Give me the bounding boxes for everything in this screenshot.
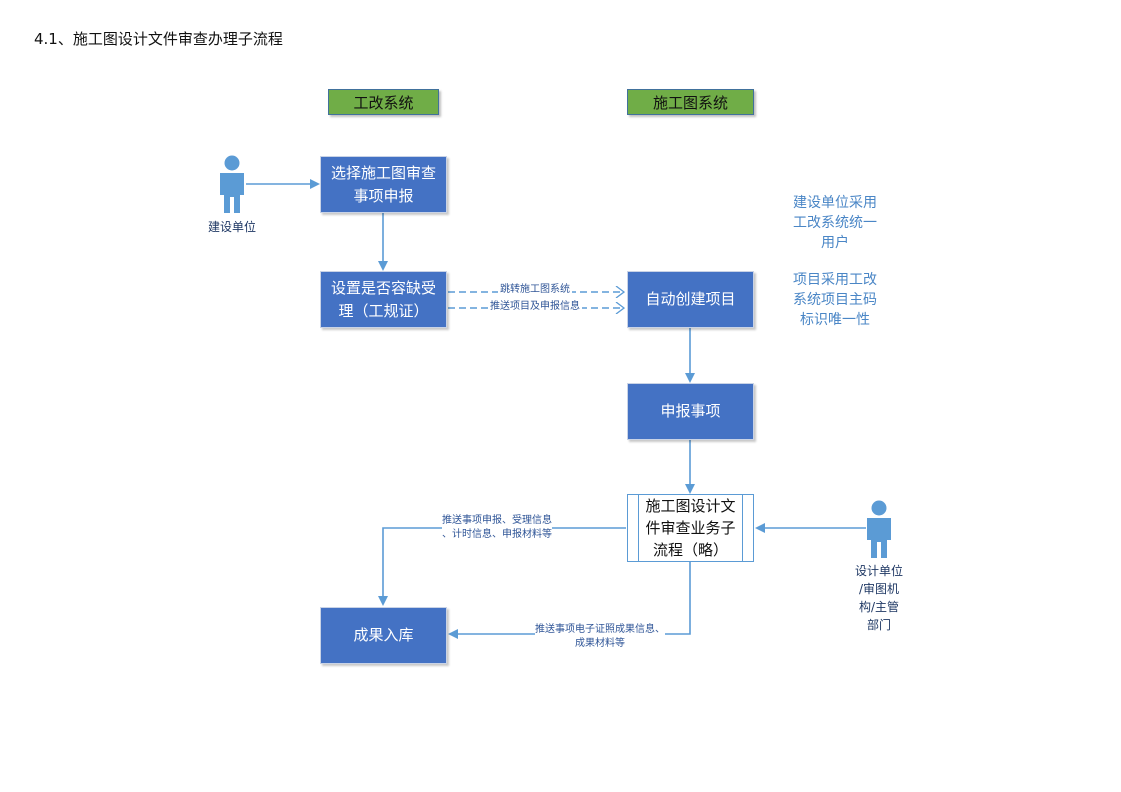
edge-label-push-results: 推送事项电子证照成果信息、 成果材料等 xyxy=(535,623,665,651)
edge-label-line: 、计时信息、申报材料等 xyxy=(442,529,552,540)
step-sub-process[interactable]: 施工图设计文 件审查业务子 流程（略） xyxy=(627,494,754,562)
step-text-line: 流程（略） xyxy=(652,541,728,559)
edge-label-jump: 跳转施工图系统 xyxy=(498,283,572,297)
note-line: 系统项目主码 xyxy=(793,292,877,308)
note-line: 工改系统统一 xyxy=(793,215,877,231)
step-text-line: 理（工规证） xyxy=(338,301,429,320)
note-unified-user: 建设单位采用 工改系统统一 用户 xyxy=(776,193,894,253)
person-icon-applicant xyxy=(220,155,244,213)
step-select-item[interactable]: 选择施工图审查 事项申报 xyxy=(320,156,447,213)
step-text-line: 件审查业务子 xyxy=(645,519,736,537)
actor-label-line: 设计单位 xyxy=(854,564,903,578)
step-declare[interactable]: 申报事项 xyxy=(627,383,754,440)
step-text-line: 选择施工图审查 xyxy=(330,163,436,182)
edge-label-line: 推送事项电子证照成果信息、 xyxy=(535,624,665,635)
step-auto-create[interactable]: 自动创建项目 xyxy=(627,271,754,328)
subprocess-bar-left xyxy=(638,495,639,561)
note-unique-code: 项目采用工改 系统项目主码 标识唯一性 xyxy=(776,270,894,330)
step-text-line: 事项申报 xyxy=(353,186,414,205)
note-line: 标识唯一性 xyxy=(800,312,870,328)
edge-label-line: 推送事项申报、受理信息 xyxy=(442,515,552,526)
actor-label-applicant: 建设单位 xyxy=(207,220,256,234)
step-set-acceptance[interactable]: 设置是否容缺受 理（工规证） xyxy=(320,271,447,328)
page-title: 4.1、施工图设计文件审查办理子流程 xyxy=(34,30,283,48)
lane-header-shigongtu: 施工图系统 xyxy=(627,89,754,115)
step-archive[interactable]: 成果入库 xyxy=(320,607,447,664)
lane-header-gongai: 工改系统 xyxy=(328,89,439,115)
actor-label-line: /审图机 xyxy=(858,582,900,596)
subprocess-bar-right xyxy=(742,495,743,561)
actor-label-line: 部门 xyxy=(866,618,891,632)
person-icon-reviewers xyxy=(867,500,891,558)
edge-sub-to-archive-results xyxy=(448,562,691,639)
note-line: 用户 xyxy=(821,235,849,251)
edge-label-line: 成果材料等 xyxy=(575,638,625,649)
edge-label-push-acceptance: 推送事项申报、受理信息 、计时信息、申报材料等 xyxy=(442,514,552,542)
actor-label-line: 构/主管 xyxy=(858,600,900,614)
actor-label-reviewers: 设计单位 /审图机 构/主管 部门 xyxy=(846,562,912,634)
edge-label-push-project: 推送项目及申报信息 xyxy=(488,300,582,314)
note-line: 建设单位采用 xyxy=(793,195,877,211)
step-text-line: 设置是否容缺受 xyxy=(330,278,436,297)
note-line: 项目采用工改 xyxy=(793,272,877,288)
step-text-line: 施工图设计文 xyxy=(645,497,736,515)
